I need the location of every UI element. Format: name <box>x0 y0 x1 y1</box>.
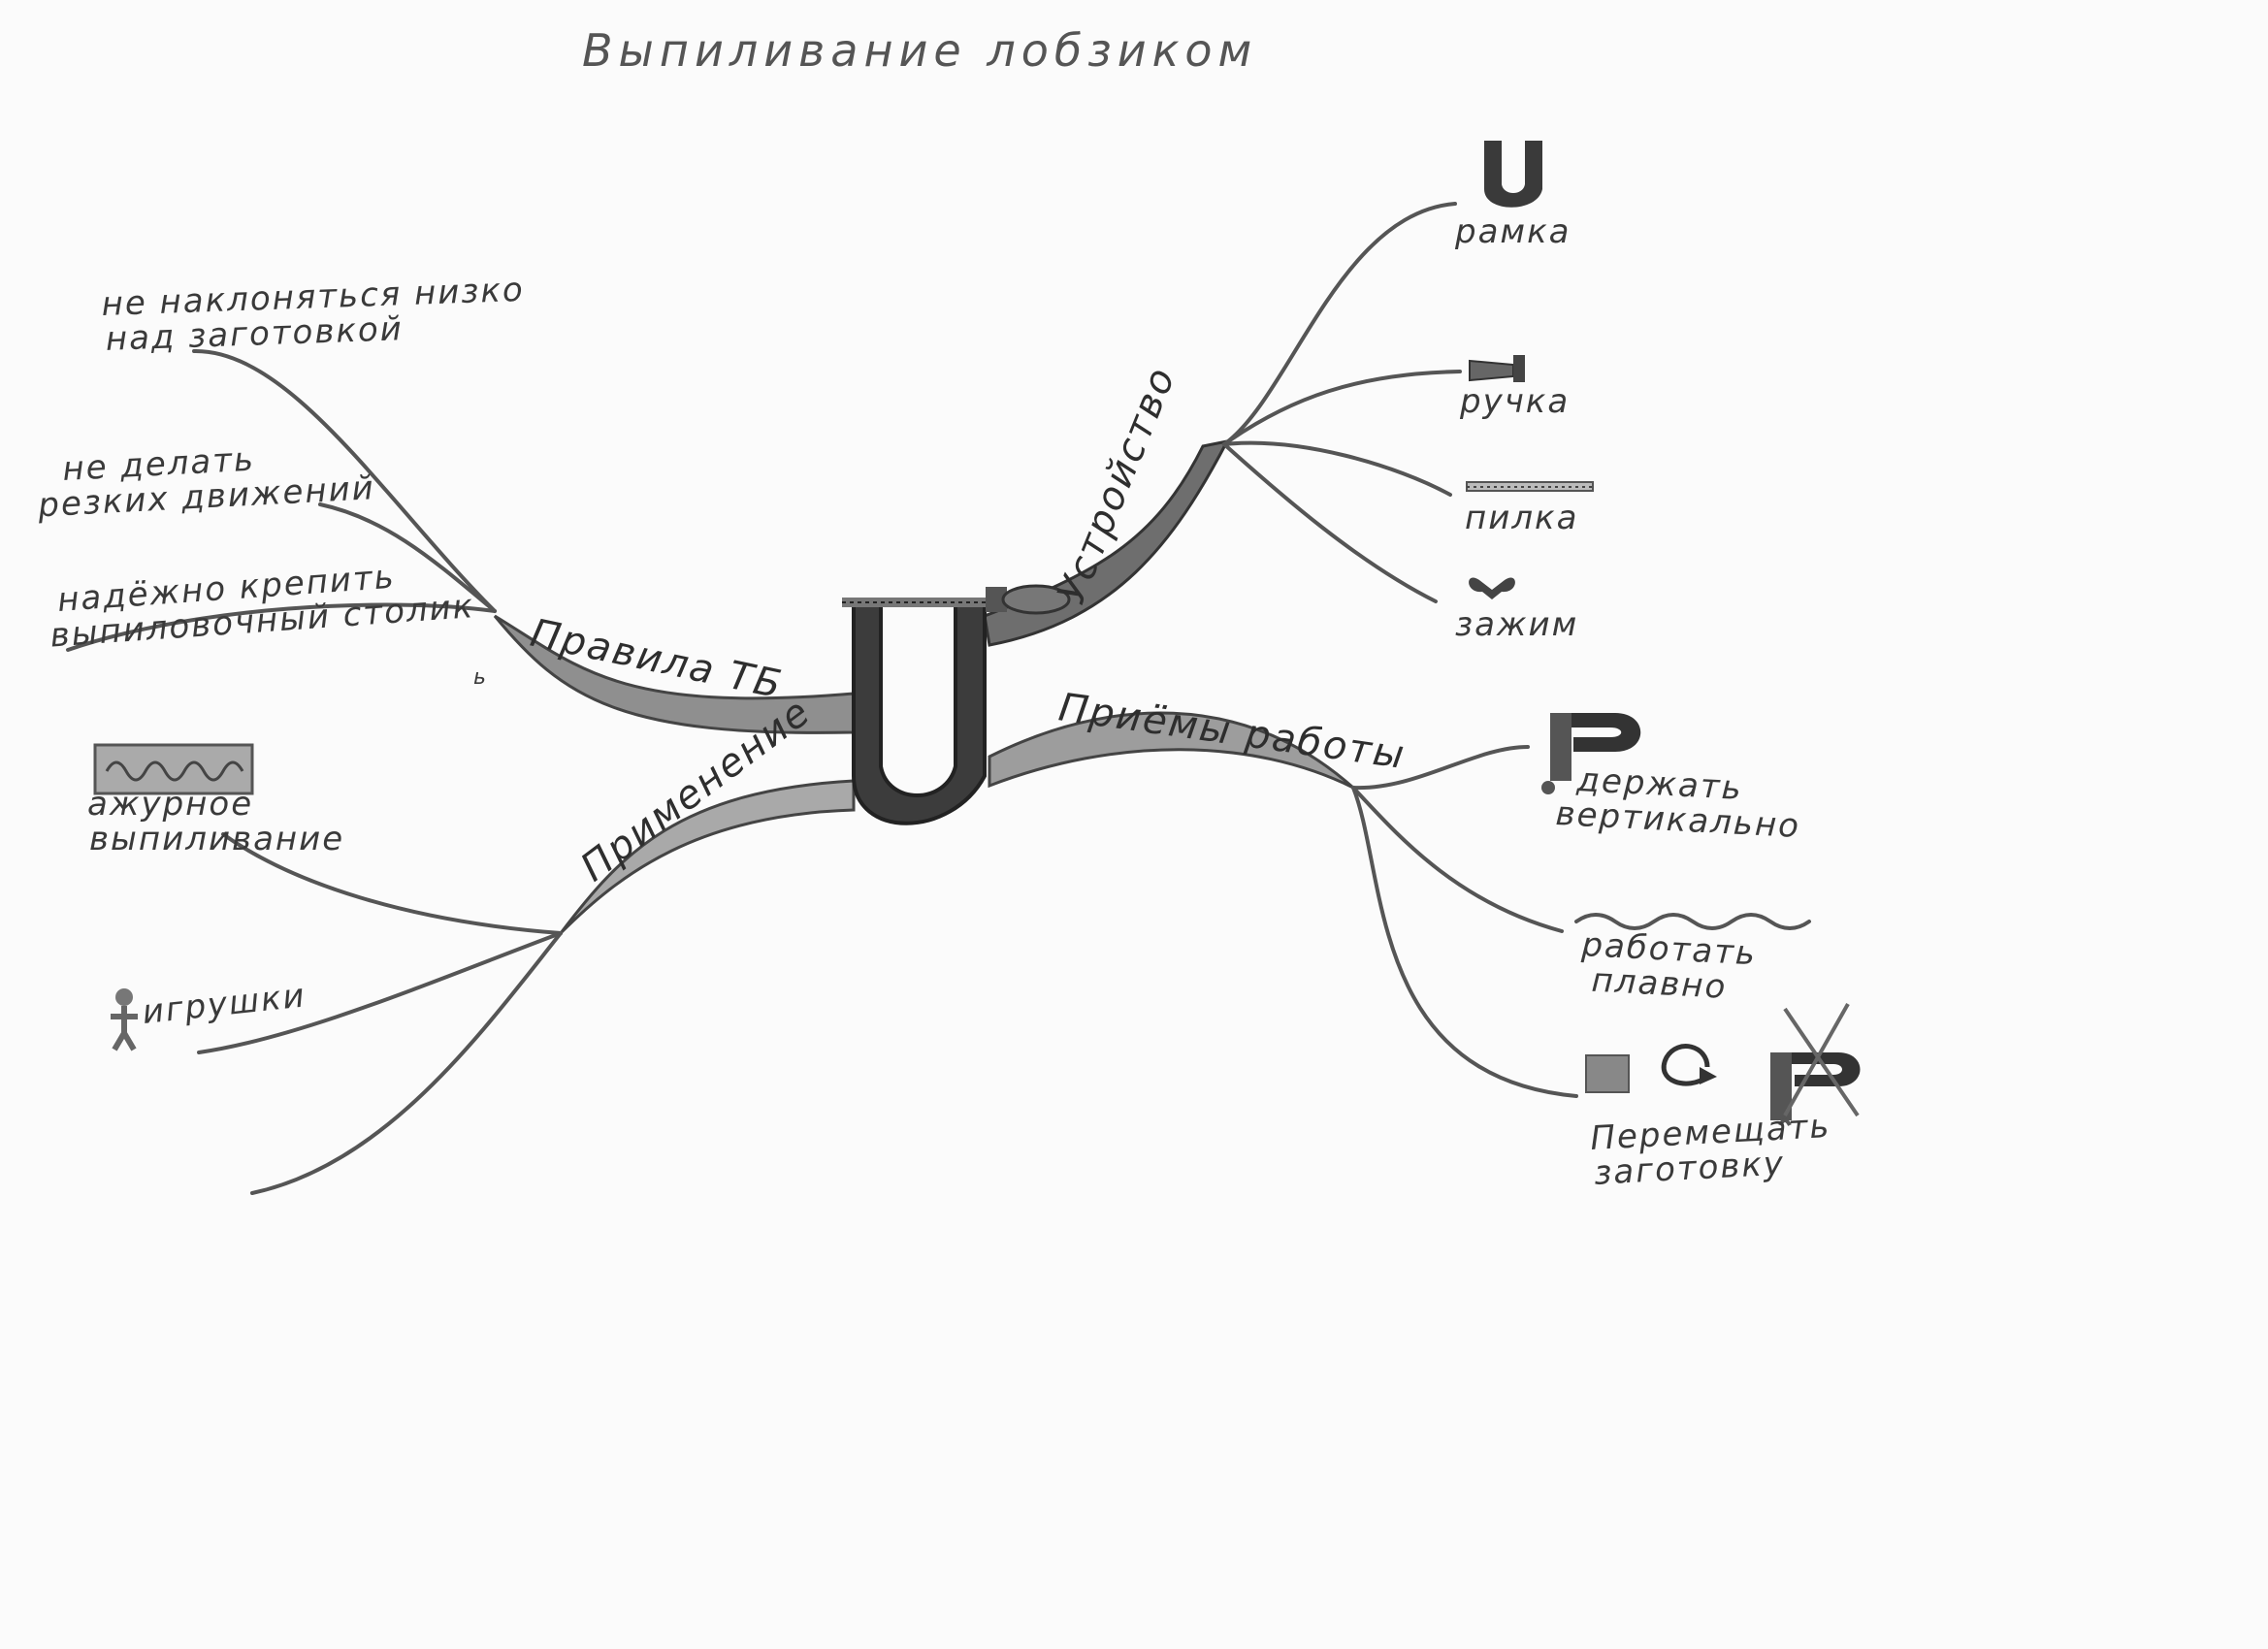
techniques-sub-branch <box>1351 745 1530 791</box>
branch-techniques-label: Приёмы работы <box>1056 685 1409 778</box>
ink-mark: ь <box>473 665 488 690</box>
safety-sub-branch <box>192 348 497 613</box>
frame-icon <box>1484 141 1542 208</box>
figure-icon <box>111 988 138 1051</box>
application-leaf-toys: игрушки <box>141 976 308 1031</box>
crossed-jigsaw-icon <box>1770 1003 1861 1126</box>
clamp-icon <box>1469 577 1515 599</box>
application-sub-branch <box>197 931 563 1054</box>
ornament-icon <box>93 743 254 795</box>
safety-leaf-2: не делать резких движений <box>34 434 375 525</box>
techniques-leaf-smooth: работать плавно <box>1578 925 1770 1009</box>
device-leaf-blade: пилка <box>1465 499 1578 537</box>
safety-sub-branch <box>318 502 497 613</box>
jigsaw-icon <box>1541 713 1641 794</box>
handle-icon <box>1469 355 1525 382</box>
device-sub-branch <box>1222 442 1438 603</box>
device-sub-branch <box>1222 440 1452 497</box>
application-leaf-openwork: ажурное выпиливание <box>87 785 344 858</box>
safety-sub-branch <box>66 602 497 652</box>
application-sub-branch <box>250 931 563 1195</box>
safety-leaf-3: надёжно крепить выпиловочный столик <box>47 552 476 655</box>
device-leaf-clamp: зажим <box>1455 605 1578 644</box>
saw-frame-icon <box>842 584 1071 825</box>
device-leaf-handle: ручка <box>1459 382 1570 421</box>
map-title: Выпиливание лобзиком <box>582 24 1257 77</box>
techniques-leaf-vertical: держать вертикально <box>1555 760 1803 846</box>
square-icon <box>1585 1054 1630 1093</box>
device-sub-branch <box>1222 370 1462 446</box>
wave-icon <box>1574 913 1811 930</box>
blade-icon <box>1466 481 1594 492</box>
device-sub-branch <box>1222 202 1457 446</box>
rotate-icon <box>1661 1044 1717 1086</box>
application-sub-branch <box>221 832 563 935</box>
device-leaf-frame: рамка <box>1454 212 1571 251</box>
safety-leaf-1: не наклоняться низко над заготовкой <box>101 270 539 359</box>
techniques-sub-branch <box>1351 786 1564 933</box>
cross-icon <box>1783 1007 1860 1117</box>
techniques-sub-branch <box>1351 786 1578 1098</box>
techniques-leaf-move: Перемещать заготовку <box>1589 1106 1846 1193</box>
